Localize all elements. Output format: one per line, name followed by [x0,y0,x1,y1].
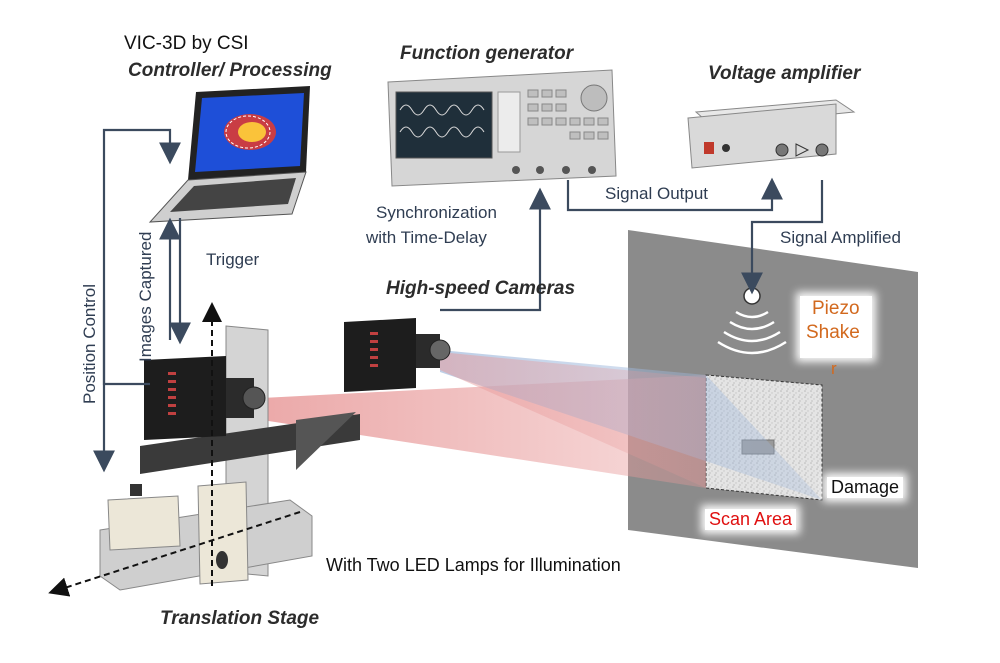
synchronization-arrow [440,187,551,312]
piezo-label-line1: Piezo [812,298,860,319]
motion-axes [48,302,301,597]
signal-arrows [93,128,824,473]
piezo-label-line3: r [831,359,837,378]
piezo-label-line2: Shake [806,322,860,343]
images-captured-label: Images Captured [136,231,155,362]
led-lamp-right [197,481,249,585]
power-switch-icon [704,142,714,154]
voltage-amplifier-device [687,99,856,169]
translation-stage [99,481,313,591]
trigger-label: Trigger [206,250,260,269]
scan-area-label: Scan Area [705,509,797,530]
camera-left [144,356,226,440]
camera-rays [262,350,822,500]
controller-label: Controller/ Processing [128,60,332,81]
translation-stage-label: Translation Stage [160,608,320,629]
synchronization-label-line1: Synchronization [376,203,497,222]
piezo-shaker-icon [743,287,761,305]
damage-label: Damage [827,477,904,498]
led-lamp-left [107,495,181,551]
knob-icon [580,84,608,112]
laptop-controller [148,86,310,223]
position-control-label: Position Control [80,283,99,404]
signal-output-arrow [566,177,783,212]
signal-output-label: Signal Output [605,184,709,203]
led-lamps-label: With Two LED Lamps for Illumination [326,555,621,575]
camera-right [344,318,416,392]
function-generator-label: Function generator [400,43,574,64]
vic3d-label: VIC-3D by CSI [124,33,249,54]
position-control-arrow-up [102,128,181,386]
piezo-label-box: Piezo Shake [800,296,872,358]
function-generator-device [387,69,617,187]
vibration-wave-icon [735,310,769,319]
synchronization-label-line2: with Time-Delay [366,228,487,247]
high-speed-cameras-label: High-speed Cameras [386,278,576,299]
voltage-amplifier-label: Voltage amplifier [708,63,861,84]
signal-amplified-label: Signal Amplified [780,228,901,247]
signal-amplified-arrow [741,180,824,295]
